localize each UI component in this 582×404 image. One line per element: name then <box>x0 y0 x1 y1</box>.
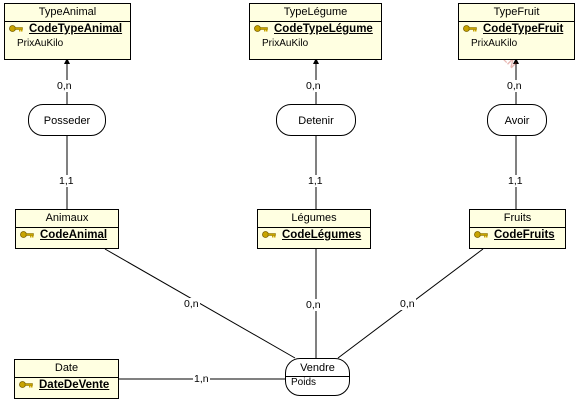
association-name: Vendre <box>300 362 335 374</box>
association-vendre[interactable]: Vendre Poids <box>285 358 350 396</box>
association-posseder[interactable]: Posseder <box>28 104 106 136</box>
entity-typelegume[interactable]: TypeLégume CodeTypeLégume PrixAuKilo <box>249 3 382 60</box>
entity-title: Fruits <box>470 210 565 228</box>
key-icon <box>9 23 23 32</box>
entity-title: Légumes <box>258 210 370 228</box>
entity-legumes[interactable]: Légumes CodeLégumes <box>257 209 371 249</box>
attribute: PrixAuKilo <box>471 38 518 49</box>
primary-key: CodeLégumes <box>282 229 362 241</box>
key-icon <box>463 23 477 32</box>
attribute: PrixAuKilo <box>17 38 64 49</box>
association-divider <box>286 376 349 377</box>
primary-key: CodeTypeFruit <box>483 23 564 35</box>
cardinality-posseder-animaux: 1,1 <box>58 175 75 187</box>
entity-animaux[interactable]: Animaux CodeAnimal <box>15 209 119 249</box>
primary-key: CodeTypeAnimal <box>29 23 123 35</box>
entity-typeanimal[interactable]: TypeAnimal CodeTypeAnimal PrixAuKilo <box>4 3 131 60</box>
entity-title: TypeFruit <box>459 4 574 22</box>
primary-key: CodeFruits <box>494 229 555 241</box>
entity-title: Date <box>15 360 118 378</box>
association-attribute: Poids <box>291 377 317 388</box>
entity-typefruit[interactable]: TypeFruit CodeTypeFruit PrixAuKilo <box>458 3 575 60</box>
key-icon <box>262 229 276 238</box>
cardinality-vendre-fruits: 0,n <box>399 298 416 310</box>
cardinality-vendre-animaux: 0,n <box>183 298 200 310</box>
association-detenir[interactable]: Detenir <box>276 104 356 136</box>
key-icon <box>254 23 268 32</box>
cardinality-vendre-legumes: 0,n <box>305 299 322 311</box>
key-icon <box>19 379 33 388</box>
primary-key: DateDeVente <box>39 379 110 391</box>
key-icon <box>474 229 488 238</box>
entity-title: TypeAnimal <box>5 4 130 22</box>
association-name: Avoir <box>504 115 530 127</box>
association-name: Detenir <box>298 115 334 127</box>
link-vendre-animaux <box>104 248 296 359</box>
entity-fruits[interactable]: Fruits CodeFruits <box>469 209 566 249</box>
primary-key: CodeAnimal <box>40 229 108 241</box>
entity-title: TypeLégume <box>250 4 381 22</box>
entity-title: Animaux <box>16 210 118 228</box>
cardinality-posseder-typeanimal: 0,n <box>56 80 73 92</box>
entity-date[interactable]: Date DateDeVente <box>14 359 119 399</box>
key-icon <box>20 229 34 238</box>
cardinality-avoir-fruits: 1,1 <box>507 175 524 187</box>
association-avoir[interactable]: Avoir <box>487 104 547 136</box>
cardinality-vendre-date: 1,n <box>193 373 210 385</box>
attribute: PrixAuKilo <box>262 38 309 49</box>
association-name: Posseder <box>43 115 91 127</box>
cardinality-detenir-legumes: 1,1 <box>307 175 324 187</box>
cardinality-detenir-typelegume: 0,n <box>305 80 322 92</box>
primary-key: CodeTypeLégume <box>274 23 373 35</box>
cardinality-avoir-typefruit: 0,n <box>506 80 523 92</box>
